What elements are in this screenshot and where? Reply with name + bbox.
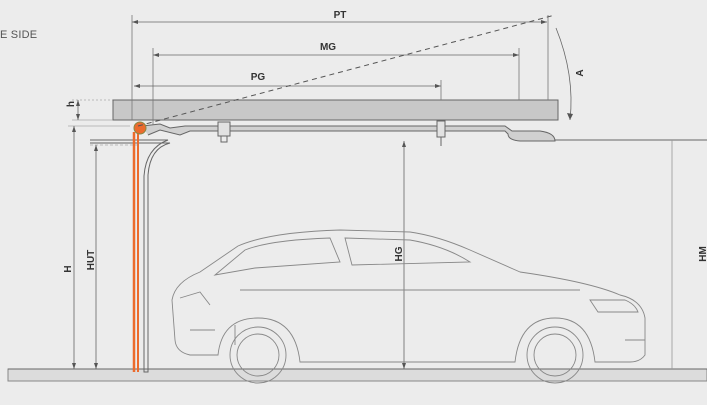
h-small-label: h xyxy=(66,101,77,107)
pt-label: PT xyxy=(334,10,347,21)
pulley-icon xyxy=(133,121,147,135)
hut-label: HUT xyxy=(86,250,97,271)
angle-arc xyxy=(555,27,572,121)
floor xyxy=(7,368,707,382)
wall-lintel xyxy=(90,139,171,373)
h-label: H xyxy=(63,265,74,272)
side-view-label: E SIDE xyxy=(0,29,38,41)
guide-rail-icon xyxy=(141,120,556,146)
hm-label: HM xyxy=(698,246,707,262)
pg-label: PG xyxy=(251,72,266,83)
hg-label: HG xyxy=(394,246,405,261)
car-outline-icon xyxy=(171,229,646,384)
a-label: A xyxy=(575,69,586,76)
mg-label: MG xyxy=(320,42,336,53)
overhead-beam xyxy=(112,99,559,121)
